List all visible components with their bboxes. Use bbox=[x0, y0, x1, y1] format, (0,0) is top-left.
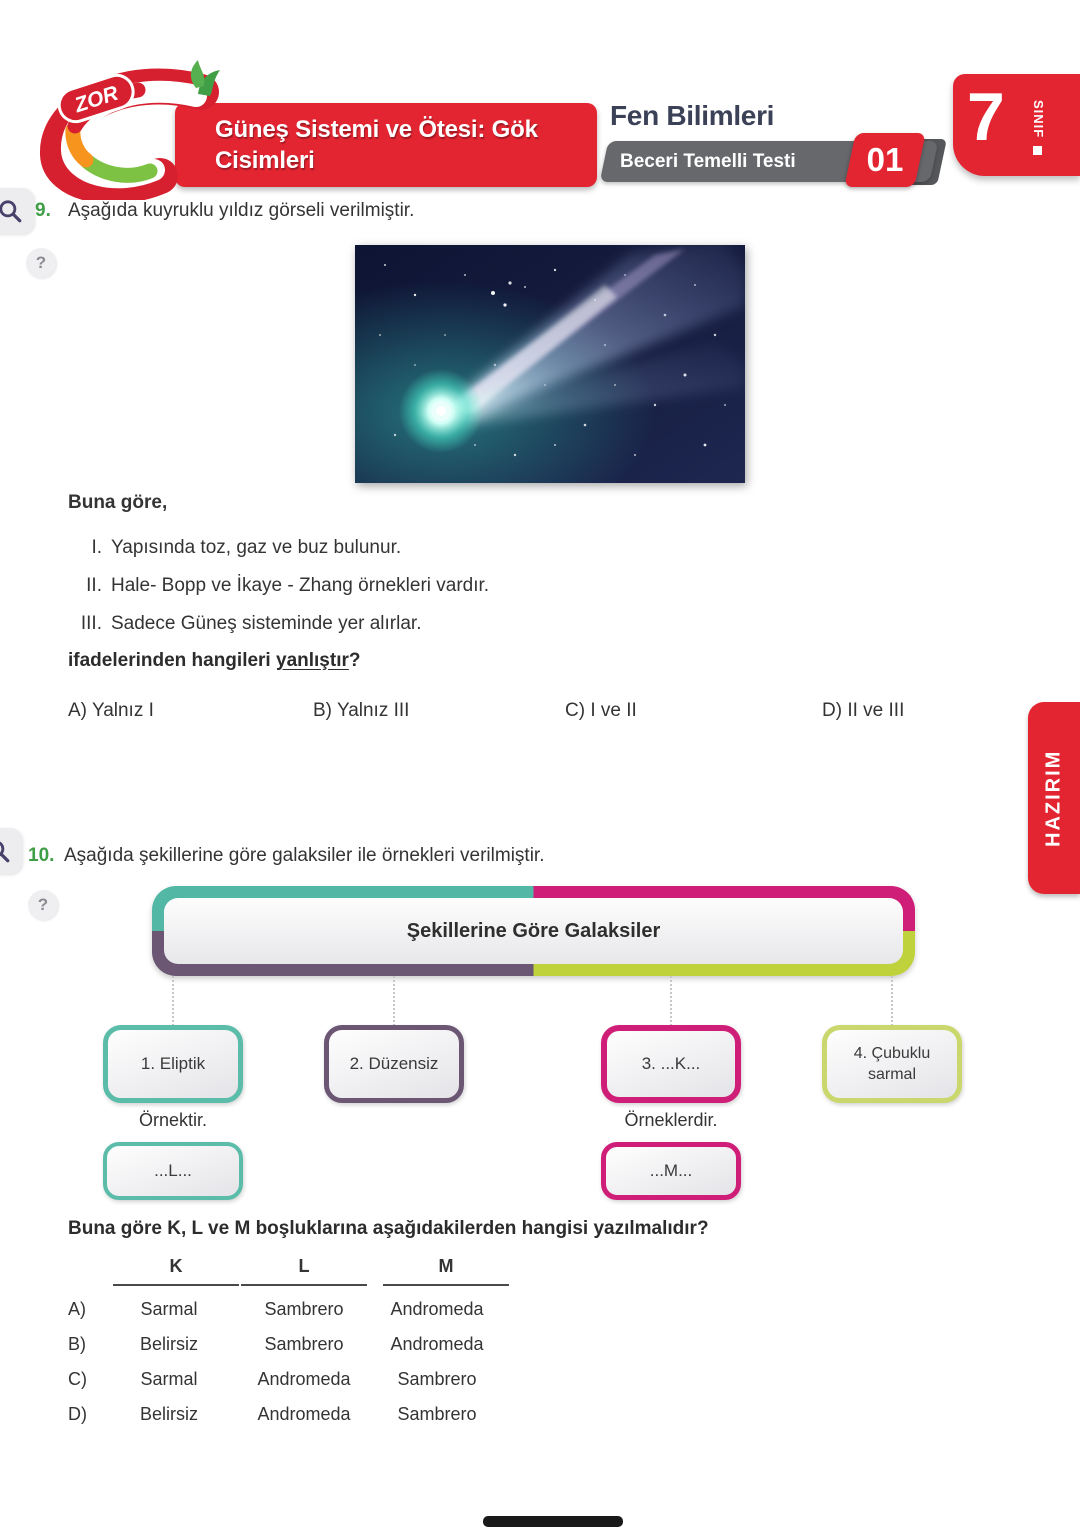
magnifier-icon bbox=[0, 828, 22, 874]
row-c-label: C) bbox=[68, 1369, 87, 1389]
statement-1: I. Yapısında toz, gaz ve buz bulunur. bbox=[68, 536, 489, 560]
option-c-text: I ve II bbox=[590, 700, 637, 721]
option-d-text: II ve III bbox=[847, 700, 905, 721]
galaxy-diagram-title: Şekillerine Göre Galaksiler bbox=[164, 898, 903, 964]
test-number-badge: 01 bbox=[844, 133, 926, 187]
question10-stem: Buna göre K, L ve M boşluklarına aşağıda… bbox=[68, 1218, 709, 1239]
hazirim-label: HAZIRIM bbox=[1042, 749, 1065, 847]
row-d-m: Sambrero bbox=[397, 1404, 477, 1424]
statement-2-text: Hale- Bopp ve İkaye - Zhang örnekleri va… bbox=[111, 575, 490, 596]
row-b-label: B) bbox=[68, 1334, 86, 1354]
row-b-l: Sambrero bbox=[264, 1334, 344, 1354]
row-d-k: Belirsiz bbox=[139, 1404, 198, 1424]
connector-line bbox=[891, 976, 893, 1026]
left-caption: Örnektir. bbox=[138, 1110, 208, 1130]
option-a-label: A) bbox=[68, 700, 87, 721]
galaxy-diagram-root: Şekillerine Göre Galaksiler bbox=[152, 886, 915, 976]
option-d: D) II ve III bbox=[822, 700, 904, 722]
option-a: A) Yalnız I bbox=[68, 700, 154, 722]
statement-1-roman: I. bbox=[91, 537, 102, 558]
magnifier-icon bbox=[0, 188, 34, 234]
option-c-label: C) bbox=[565, 700, 586, 721]
question9-stem-suffix: ? bbox=[348, 650, 361, 671]
diagram-node-cubuklu-sarmal: 4. Çubuklu sarmal bbox=[822, 1025, 962, 1103]
statement-3: III. Sadece Güneş sisteminde yer alırlar… bbox=[68, 612, 489, 636]
question9-number: 9. bbox=[35, 200, 51, 221]
pepper-stem bbox=[198, 70, 220, 96]
connector-line bbox=[670, 976, 672, 1026]
row-d-label: D) bbox=[68, 1404, 87, 1424]
unit-title-banner: Güneş Sistemi ve Ötesi: Gök Cisimleri bbox=[175, 103, 597, 187]
row-b-k: Belirsiz bbox=[139, 1334, 198, 1354]
statement-1-text: Yapısında toz, gaz ve buz bulunur. bbox=[111, 537, 402, 558]
grade-number: 7 bbox=[967, 79, 1005, 155]
chili-pepper-logo: ZOR bbox=[40, 60, 220, 200]
option-a-text: Yalnız I bbox=[91, 700, 154, 721]
row-b-m: Andromeda bbox=[390, 1334, 484, 1354]
statement-3-roman: III. bbox=[80, 613, 102, 634]
row-a-l: Sambrero bbox=[264, 1299, 344, 1319]
question9-statements: I. Yapısında toz, gaz ve buz bulunur. II… bbox=[68, 536, 489, 650]
diagram-node-k-blank: 3. ...K... bbox=[601, 1025, 741, 1103]
statement-2-roman: II. bbox=[86, 575, 102, 596]
question-mark-badge: ? bbox=[26, 248, 56, 278]
row-a-label: A) bbox=[68, 1299, 86, 1319]
test-number: 01 bbox=[866, 141, 904, 178]
scan-bottom-bar bbox=[483, 1516, 623, 1527]
answer-table: K L M A) Sarmal Sambrero Andromeda B) Be… bbox=[68, 1256, 509, 1426]
statement-3-text: Sadece Güneş sisteminde yer alırlar. bbox=[111, 613, 422, 634]
question10-number: 10. bbox=[28, 845, 55, 866]
diagram-node-eliptik: 1. Eliptik bbox=[103, 1025, 243, 1103]
blank-box-l: ...L... bbox=[103, 1142, 243, 1200]
comet-figure bbox=[355, 245, 745, 483]
row-d-l: Andromeda bbox=[257, 1404, 351, 1424]
table-header-k: K bbox=[113, 1256, 239, 1286]
blank-box-m: ...M... bbox=[601, 1142, 741, 1200]
option-b-label: B) bbox=[313, 700, 332, 721]
row-a-m: Andromeda bbox=[390, 1299, 484, 1319]
grade-label: SINIF bbox=[1031, 100, 1046, 139]
row-a-k: Sarmal bbox=[140, 1299, 198, 1319]
right-caption: Örneklerdir. bbox=[624, 1110, 718, 1130]
header-l-label: L bbox=[241, 1256, 367, 1286]
row-c-k: Sarmal bbox=[140, 1369, 198, 1389]
option-c: C) I ve II bbox=[565, 700, 637, 722]
table-header-empty bbox=[68, 1256, 113, 1286]
statement-2: II. Hale- Bopp ve İkaye - Zhang örnekler… bbox=[68, 574, 489, 598]
grade-badge: 7 SINIF bbox=[953, 74, 1080, 176]
header-m-label: M bbox=[383, 1256, 509, 1286]
question9-intro: Aşağıda kuyruklu yıldız görseli verilmiş… bbox=[68, 200, 415, 221]
grade-dot bbox=[1033, 146, 1042, 155]
option-d-label: D) bbox=[822, 700, 843, 721]
question9-stem-underlined: yanlıştır bbox=[276, 650, 349, 671]
table-header-m: M bbox=[383, 1256, 509, 1286]
subject-title: Fen Bilimleri bbox=[610, 100, 775, 131]
question9-lead: Buna göre, bbox=[68, 492, 168, 513]
row-c-m: Sambrero bbox=[397, 1369, 477, 1389]
connector-line bbox=[393, 976, 395, 1026]
unit-title-line1: Güneş Sistemi ve Ötesi: Gök bbox=[215, 116, 538, 143]
hazirim-tab: HAZIRIM bbox=[1028, 702, 1080, 894]
table-header-l: L bbox=[225, 1256, 383, 1286]
question10-intro: Aşağıda şekillerine göre galaksiler ile … bbox=[64, 845, 545, 866]
option-b-text: Yalnız III bbox=[336, 700, 410, 721]
question-mark-badge: ? bbox=[28, 890, 58, 920]
connector-line bbox=[172, 976, 174, 1026]
question9-stem-prefix: ifadelerinden hangileri bbox=[68, 650, 276, 671]
diagram-node-duzensiz: 2. Düzensiz bbox=[324, 1025, 464, 1103]
unit-title-line2: Cisimleri bbox=[215, 147, 315, 174]
header-k-label: K bbox=[113, 1256, 239, 1286]
option-b: B) Yalnız III bbox=[313, 700, 409, 722]
row-c-l: Andromeda bbox=[257, 1369, 351, 1389]
question9-stem: ifadelerinden hangileri yanlıştır? bbox=[68, 650, 360, 672]
